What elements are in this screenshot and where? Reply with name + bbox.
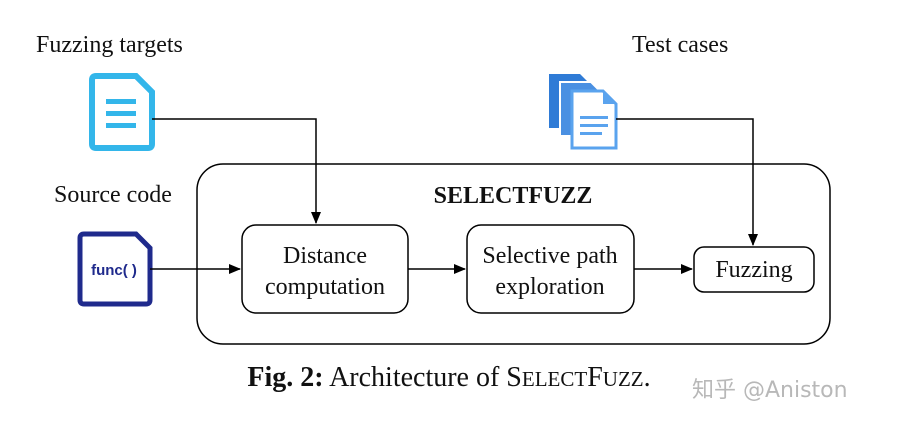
stacked-documents-icon	[549, 74, 618, 150]
caption-text: Architecture of SELECTFUZZ.	[329, 362, 651, 393]
testcases-to-fuzzing-arrow	[616, 118, 758, 246]
system-title: SELECTFUZZ	[434, 183, 593, 209]
figure-caption: Fig. 2: Architecture of SELECTFUZZ.	[0, 362, 898, 394]
distance-computation-line1: Distance	[283, 243, 367, 269]
fuzzing-targets-label: Fuzzing targets	[36, 32, 183, 58]
fuzzing-label: Fuzzing	[715, 257, 792, 283]
selectfuzz-container	[196, 163, 831, 345]
selective-path-exploration-line2: exploration	[495, 274, 604, 300]
targets-to-distance-arrow	[152, 118, 321, 224]
test-cases-label: Test cases	[632, 32, 728, 58]
code-icon-text: func( )	[91, 262, 137, 279]
document-icon	[89, 73, 155, 151]
figure-label: Fig. 2:	[247, 362, 324, 393]
watermark: 知乎 @Aniston	[692, 378, 848, 403]
distance-computation-line2: computation	[265, 274, 385, 300]
fuzzing-box	[693, 246, 815, 293]
source-code-label: Source code	[54, 182, 172, 208]
selective-path-exploration-line1: Selective path	[482, 243, 617, 269]
code-file-icon: func( )	[77, 231, 153, 307]
